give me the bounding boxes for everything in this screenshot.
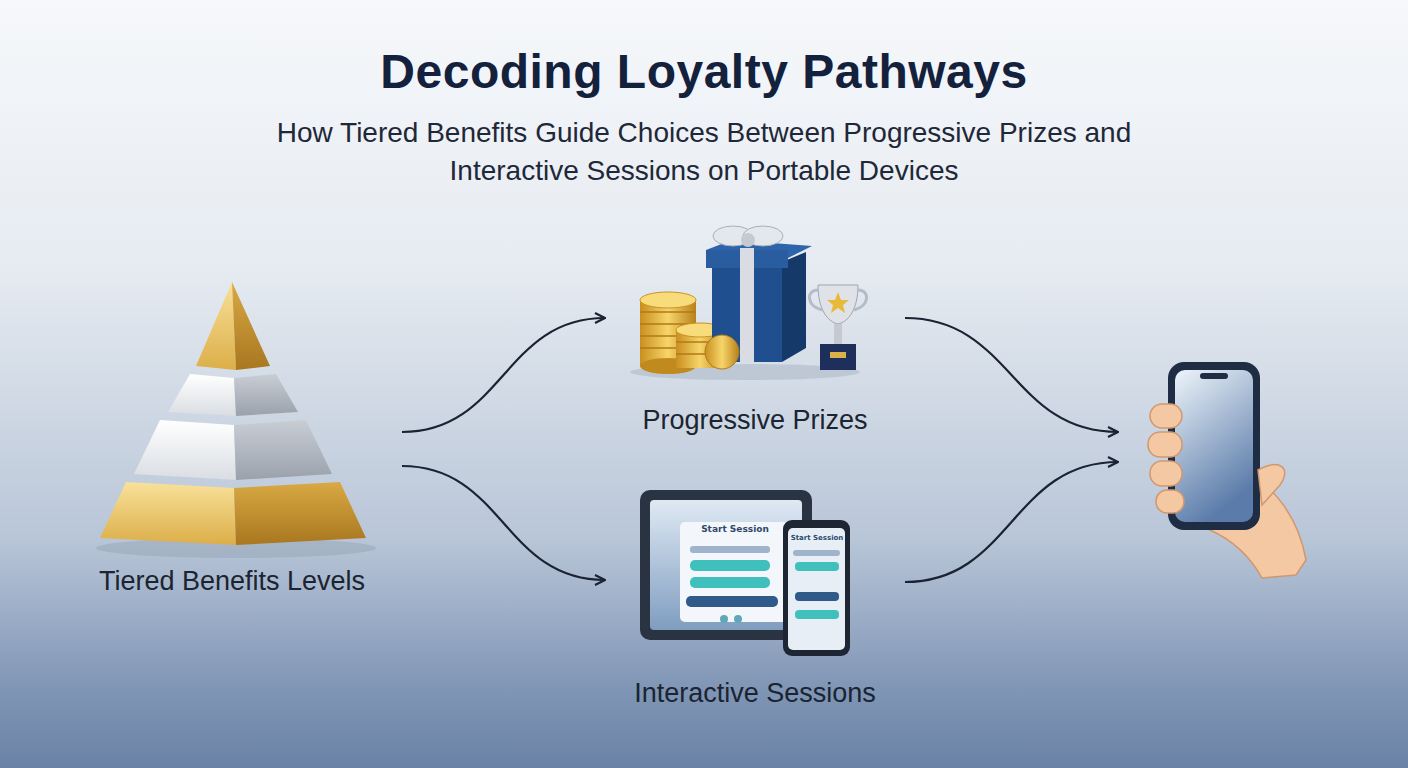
- hand-finger: [1156, 490, 1184, 513]
- app-button: [690, 577, 770, 588]
- flow-arrow: [402, 318, 605, 432]
- diagram-subtitle: How Tiered Benefits Guide Choices Betwee…: [214, 114, 1194, 190]
- phone-screen: [1175, 370, 1253, 522]
- app-dot: [734, 615, 742, 623]
- trophy-plate: [830, 352, 846, 358]
- flow-arrow: [402, 466, 605, 580]
- prize-node: Progressive Prizes: [605, 215, 905, 437]
- node-label: Tiered Benefits Levels: [62, 564, 402, 598]
- pyramid-base-right: [234, 482, 366, 545]
- session-node: Interactive Sessions: [605, 478, 905, 710]
- app-button: [686, 596, 778, 607]
- coin: [640, 292, 696, 308]
- trophy-star: [827, 292, 849, 313]
- app-line: [793, 550, 840, 556]
- app-line: [690, 546, 770, 553]
- trophy-handle: [854, 290, 867, 310]
- flow-arrow: [905, 318, 1118, 432]
- trophy-handle: [809, 290, 822, 310]
- app-button: [795, 610, 839, 619]
- gift-bow-knot: [741, 233, 755, 247]
- phone-screen: [788, 528, 845, 650]
- node-label: Interactive Sessions: [605, 676, 905, 710]
- app-button: [690, 560, 770, 571]
- pyramid-illustration: [96, 282, 376, 558]
- node-label: Progressive Prizes: [605, 403, 905, 437]
- pyramid-tip-right: [232, 282, 270, 370]
- trophy-cup: [818, 285, 858, 324]
- pyramid-tip-left: [196, 282, 236, 370]
- device-node: [1118, 355, 1308, 585]
- hand-finger: [1150, 404, 1182, 428]
- hand-finger: [1148, 432, 1182, 457]
- screen-label: Start Session: [767, 534, 867, 542]
- coin: [705, 335, 739, 369]
- tablet-screen: [650, 500, 802, 630]
- app-dot: [720, 615, 728, 623]
- hand-finger: [1150, 461, 1182, 486]
- diagram-title: Decoding Loyalty Pathways: [104, 44, 1304, 99]
- hand-phone-illustration: [1148, 362, 1306, 578]
- app-card: [680, 522, 790, 622]
- pyramid-base-left: [100, 482, 236, 545]
- phone-notch: [1200, 373, 1228, 379]
- pyramid-tier-right: [234, 374, 298, 416]
- tier-node: Tiered Benefits Levels: [62, 268, 402, 598]
- app-button: [795, 562, 839, 571]
- pyramid-tier-right: [234, 420, 332, 480]
- sessions-illustration: [640, 490, 850, 656]
- trophy-base: [820, 344, 856, 370]
- flow-arrow: [905, 462, 1118, 582]
- prizes-illustration: [630, 226, 867, 380]
- pyramid-tier-left: [168, 374, 236, 416]
- pyramid-tier-left: [134, 420, 236, 480]
- hand-thumb: [1258, 465, 1285, 505]
- screen-label: Start Session: [685, 524, 785, 534]
- coin-edge: [640, 311, 696, 313]
- gift-box-side: [782, 252, 806, 362]
- trophy-stem: [834, 324, 842, 344]
- gift-ribbon: [740, 248, 754, 362]
- app-button: [795, 592, 839, 601]
